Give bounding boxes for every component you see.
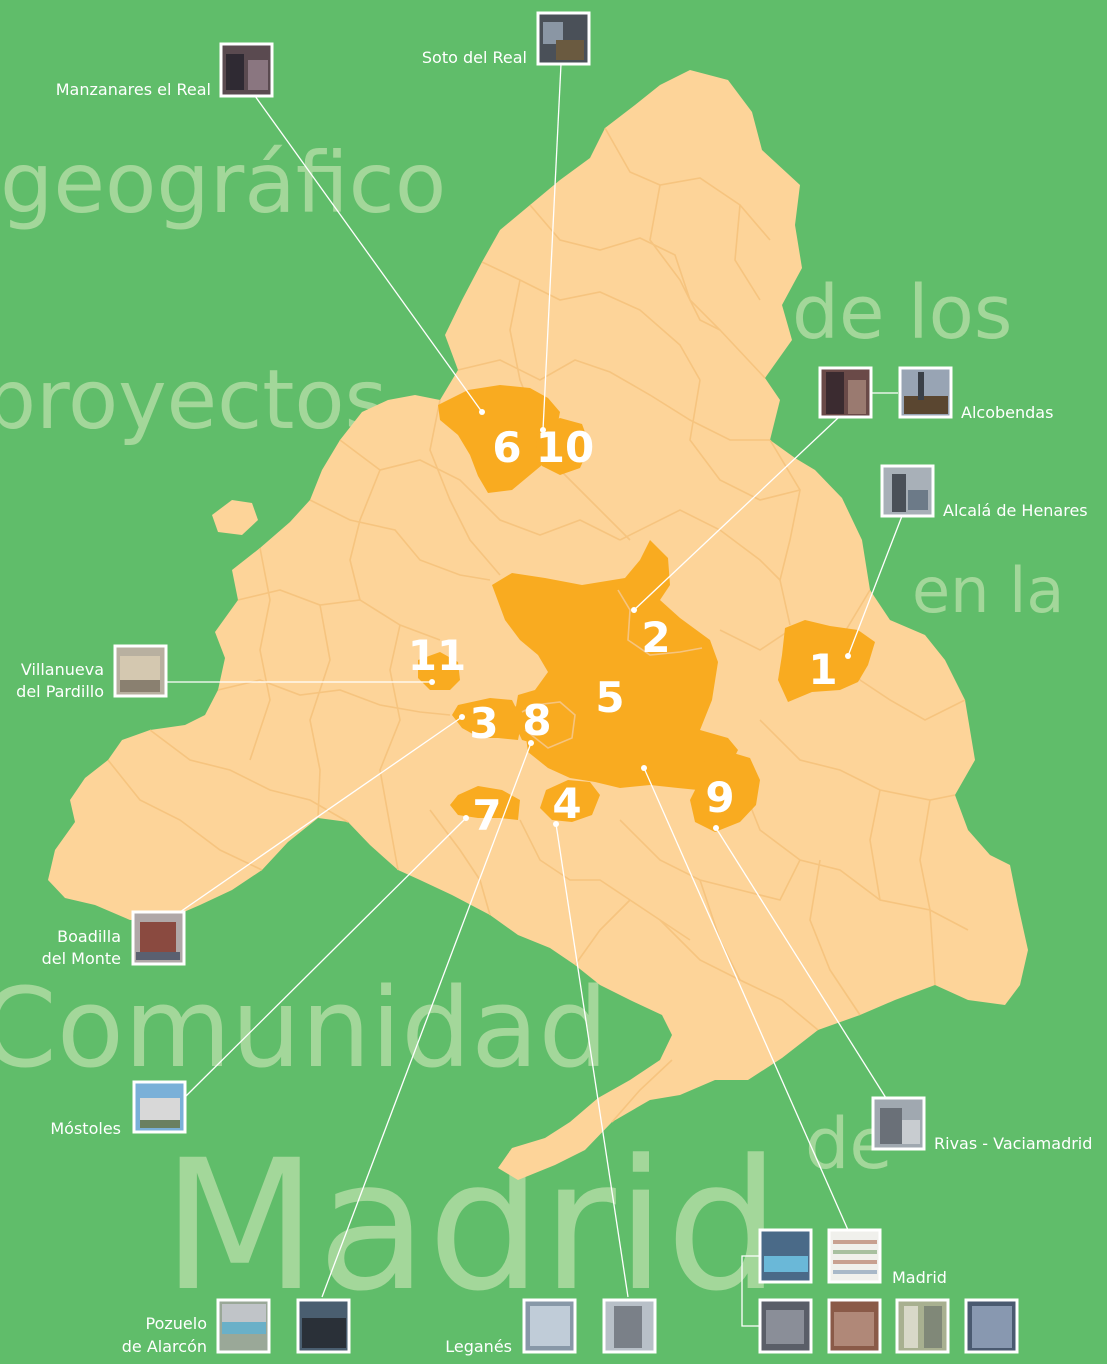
leader-boadilla	[179, 716, 463, 913]
thumb-boadilla[interactable]	[131, 910, 186, 966]
region-number-2: 2	[641, 613, 670, 662]
region-number-7: 7	[472, 791, 501, 840]
dot-9	[713, 825, 719, 831]
region-7-shape	[450, 786, 520, 820]
thumb-rivas[interactable]	[871, 1096, 926, 1151]
thumb-manzanares[interactable]	[219, 42, 274, 98]
label-villanueva-line2: del Pardillo	[16, 682, 104, 701]
region-number-11: 11	[408, 631, 466, 680]
region-number-3: 3	[469, 699, 498, 748]
label-pozuelo-line1: Pozuelo	[146, 1314, 207, 1333]
province-islet	[212, 500, 258, 535]
dot-2	[631, 607, 637, 613]
region-1-shape	[778, 620, 875, 702]
dot-1	[845, 653, 851, 659]
region-number-8: 8	[522, 696, 551, 745]
thumb-pozuelo-2[interactable]	[296, 1298, 351, 1354]
label-villanueva-line1: Villanueva	[21, 660, 104, 679]
leader-leganes	[555, 823, 629, 1298]
thumb-mostoles[interactable]	[132, 1080, 187, 1134]
region-number-1: 1	[808, 645, 837, 694]
thumb-villanueva[interactable]	[113, 644, 168, 698]
label-mostoles: Móstoles	[50, 1119, 121, 1138]
region-9-shape	[690, 752, 760, 832]
leader-pozuelo	[321, 742, 532, 1298]
label-boadilla-line1: Boadilla	[57, 927, 121, 946]
label-madrid: Madrid	[892, 1268, 947, 1287]
bg-word-en-la: en la	[912, 554, 1064, 627]
region-6-shape	[438, 385, 560, 493]
label-pozuelo-line2: de Alarcón	[122, 1337, 207, 1356]
region-numbers: 6 10 2 1 11 5 3 8 7 4 9	[408, 423, 838, 840]
thumb-leganes-2[interactable]	[602, 1298, 657, 1354]
province-map	[48, 70, 1028, 1180]
label-alcobendas: Alcobendas	[961, 403, 1053, 422]
leader-madrid-bracket	[741, 1255, 760, 1327]
thumb-soto[interactable]	[536, 11, 591, 66]
region-number-5: 5	[595, 673, 624, 722]
label-leganes: Leganés	[445, 1337, 512, 1356]
photo-thumbnails	[113, 11, 1019, 1354]
region-4-shape	[540, 780, 600, 822]
thumb-alcobendas-2[interactable]	[898, 366, 953, 419]
bg-word-de-los: de los	[792, 270, 1012, 356]
region-number-10: 10	[536, 423, 594, 472]
thumb-pozuelo-1[interactable]	[216, 1298, 271, 1354]
label-manzanares: Manzanares el Real	[56, 80, 211, 99]
region-number-4: 4	[552, 779, 581, 828]
bg-word-proyectos: proyectos	[0, 353, 387, 448]
leader-madrid	[643, 767, 849, 1231]
thumb-madrid-3[interactable]	[758, 1298, 813, 1354]
leader-soto	[542, 63, 562, 431]
bg-word-comunidad: Comunidad	[0, 964, 608, 1092]
leader-mostoles	[185, 817, 467, 1097]
place-labels: Manzanares el Real Soto del Real Alcoben…	[16, 48, 1092, 1356]
leader-rivas	[715, 827, 887, 1099]
thumb-alcobendas-1[interactable]	[818, 366, 873, 419]
thumb-madrid-2[interactable]	[827, 1228, 882, 1284]
background-title: geográfico de los proyectos en la Comuni…	[0, 134, 1064, 1331]
region-10-shape	[536, 418, 590, 475]
thumb-alcala[interactable]	[880, 464, 935, 518]
municipal-borders	[107, 127, 969, 1123]
leader-lines	[166, 63, 903, 1327]
region-11-shape	[418, 652, 460, 690]
thumb-madrid-4[interactable]	[827, 1298, 882, 1354]
label-alcala: Alcalá de Henares	[943, 501, 1088, 520]
dot-8	[528, 740, 534, 746]
dot-11	[429, 679, 435, 685]
leader-manzanares	[254, 95, 483, 413]
label-rivas: Rivas - Vaciamadrid	[934, 1134, 1092, 1153]
leader-alcala	[847, 515, 903, 657]
dot-3	[459, 714, 465, 720]
bg-word-geografico: geográfico	[0, 134, 446, 232]
bg-word-madrid: Madrid	[162, 1122, 780, 1331]
dot-10	[540, 427, 546, 433]
region-8-shape	[512, 700, 570, 745]
leader-alcobendas	[633, 417, 839, 611]
region-number-6: 6	[492, 423, 521, 472]
region-number-9: 9	[705, 773, 734, 822]
dot-4	[553, 821, 559, 827]
label-soto: Soto del Real	[422, 48, 527, 67]
dot-5	[641, 765, 647, 771]
label-boadilla-line2: del Monte	[42, 949, 121, 968]
thumb-madrid-1[interactable]	[758, 1228, 813, 1284]
dot-7	[463, 815, 469, 821]
dot-6	[479, 409, 485, 415]
thumb-madrid-6[interactable]	[964, 1298, 1019, 1354]
thumb-madrid-5[interactable]	[895, 1298, 950, 1354]
location-dots	[429, 409, 851, 831]
thumb-leganes-1[interactable]	[522, 1298, 577, 1354]
highlighted-regions	[418, 385, 875, 832]
region-3-shape	[452, 698, 522, 740]
